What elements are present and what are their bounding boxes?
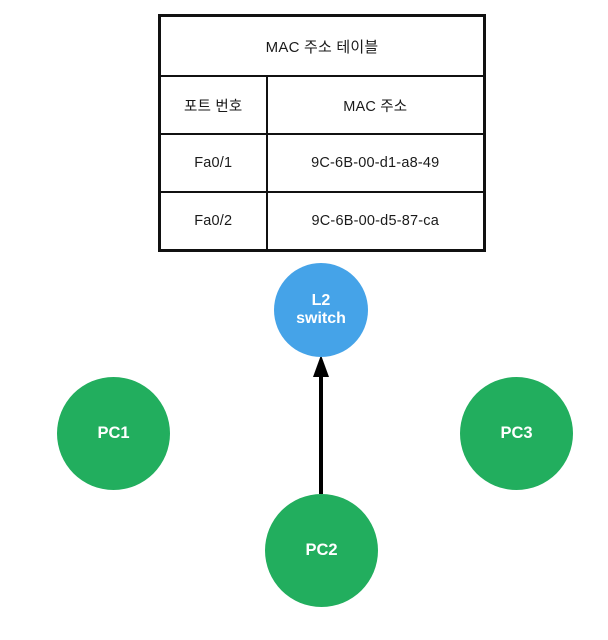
table-row: Fa0/2 9C-6B-00-d5-87-ca xyxy=(158,191,486,252)
node-pc3-label: PC3 xyxy=(500,424,533,443)
table-title-row: MAC 주소 테이블 xyxy=(158,14,486,77)
cell-mac: 9C-6B-00-d1-a8-49 xyxy=(265,133,486,193)
cell-port: Fa0/2 xyxy=(158,191,268,252)
table-header-row: 포트 번호 MAC 주소 xyxy=(158,75,486,135)
cell-mac: 9C-6B-00-d5-87-ca xyxy=(265,191,486,252)
mac-address-table: MAC 주소 테이블 포트 번호 MAC 주소 Fa0/1 9C-6B-00-d… xyxy=(158,14,487,252)
node-pc1[interactable]: PC1 xyxy=(57,377,170,490)
node-l2-switch[interactable]: L2 switch xyxy=(274,263,368,357)
node-l2-switch-label: L2 switch xyxy=(296,292,346,327)
arrowhead-icon xyxy=(313,355,329,377)
table-title: MAC 주소 테이블 xyxy=(158,14,486,77)
node-pc1-label: PC1 xyxy=(97,424,130,443)
node-pc3[interactable]: PC3 xyxy=(460,377,573,490)
node-pc2-label: PC2 xyxy=(305,541,338,560)
column-header-port: 포트 번호 xyxy=(158,75,268,135)
table-row: Fa0/1 9C-6B-00-d1-a8-49 xyxy=(158,133,486,193)
cell-port: Fa0/1 xyxy=(158,133,268,193)
column-header-mac: MAC 주소 xyxy=(265,75,486,135)
node-pc2[interactable]: PC2 xyxy=(265,494,378,607)
